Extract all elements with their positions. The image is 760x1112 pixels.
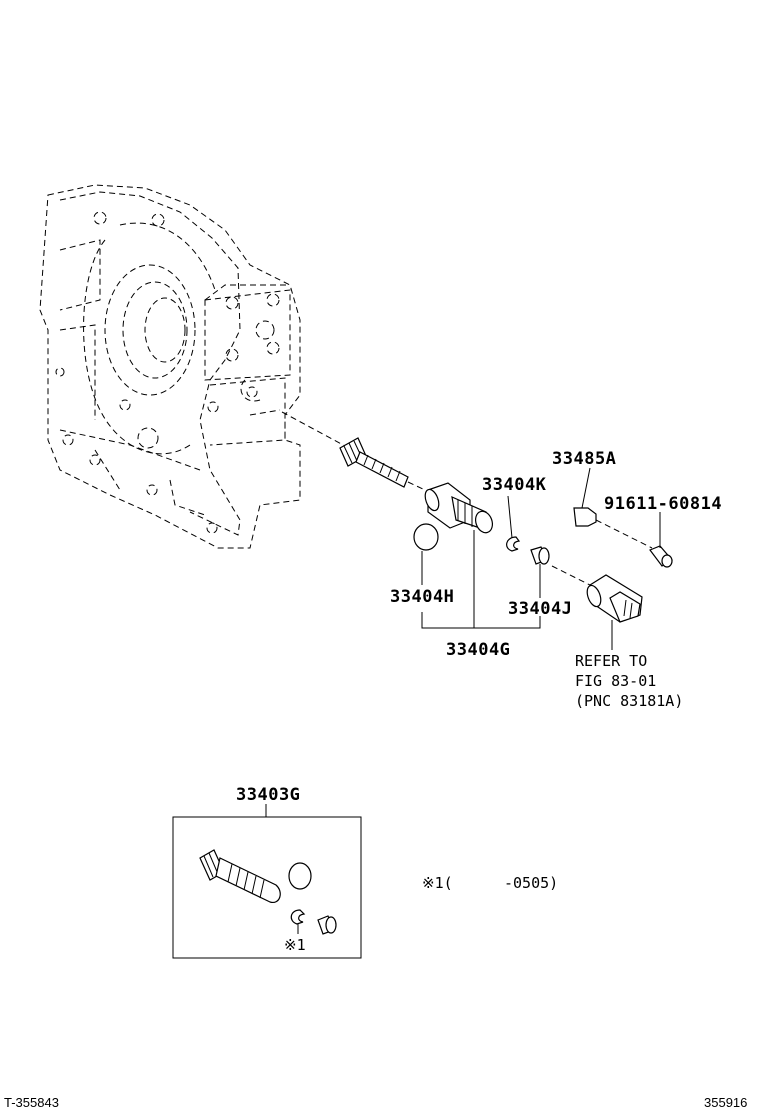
label-33404k: 33404K — [482, 475, 547, 495]
o-ring-33404h — [413, 523, 439, 551]
oil-seal-33404j — [530, 546, 550, 565]
label-33485a: 33485A — [552, 449, 616, 469]
legend-range: -0505) — [504, 874, 558, 892]
label-33404h: 33404H — [390, 587, 454, 607]
label-33404g: 33404G — [446, 640, 510, 660]
kit-note-mark: ※1 — [284, 936, 306, 954]
footer-left-code: T-355843 — [4, 1095, 59, 1110]
bolt-center-line — [595, 519, 653, 549]
clip-33404k — [506, 536, 521, 552]
label-33403g: 33403G — [236, 785, 300, 805]
transmission-case-outline — [39, 184, 301, 549]
kit-seal — [317, 915, 337, 935]
kit-clip — [290, 909, 306, 925]
driven-gear-sleeve — [424, 482, 494, 534]
kit-gear-shaft — [199, 849, 281, 904]
clamp-33485a — [573, 507, 597, 527]
refer-line-2: FIG 83-01 — [575, 672, 656, 690]
sensor-center-line — [551, 565, 593, 587]
leader-lines — [421, 467, 661, 650]
footer-right-code: 355916 — [704, 1095, 747, 1110]
center-line — [281, 411, 346, 447]
driven-gear-shaft — [339, 437, 426, 491]
refer-line-1: REFER TO — [575, 652, 647, 670]
speed-sensor — [586, 574, 643, 623]
refer-line-3: (PNC 83181A) — [575, 692, 683, 710]
bolt-91611-60814 — [649, 545, 673, 568]
label-91611-60814: 91611-60814 — [604, 494, 722, 514]
kit-box — [172, 816, 362, 959]
kit-o-ring — [288, 862, 312, 890]
label-33404j: 33404J — [508, 599, 572, 619]
legend-mark: ※1( — [422, 874, 453, 892]
